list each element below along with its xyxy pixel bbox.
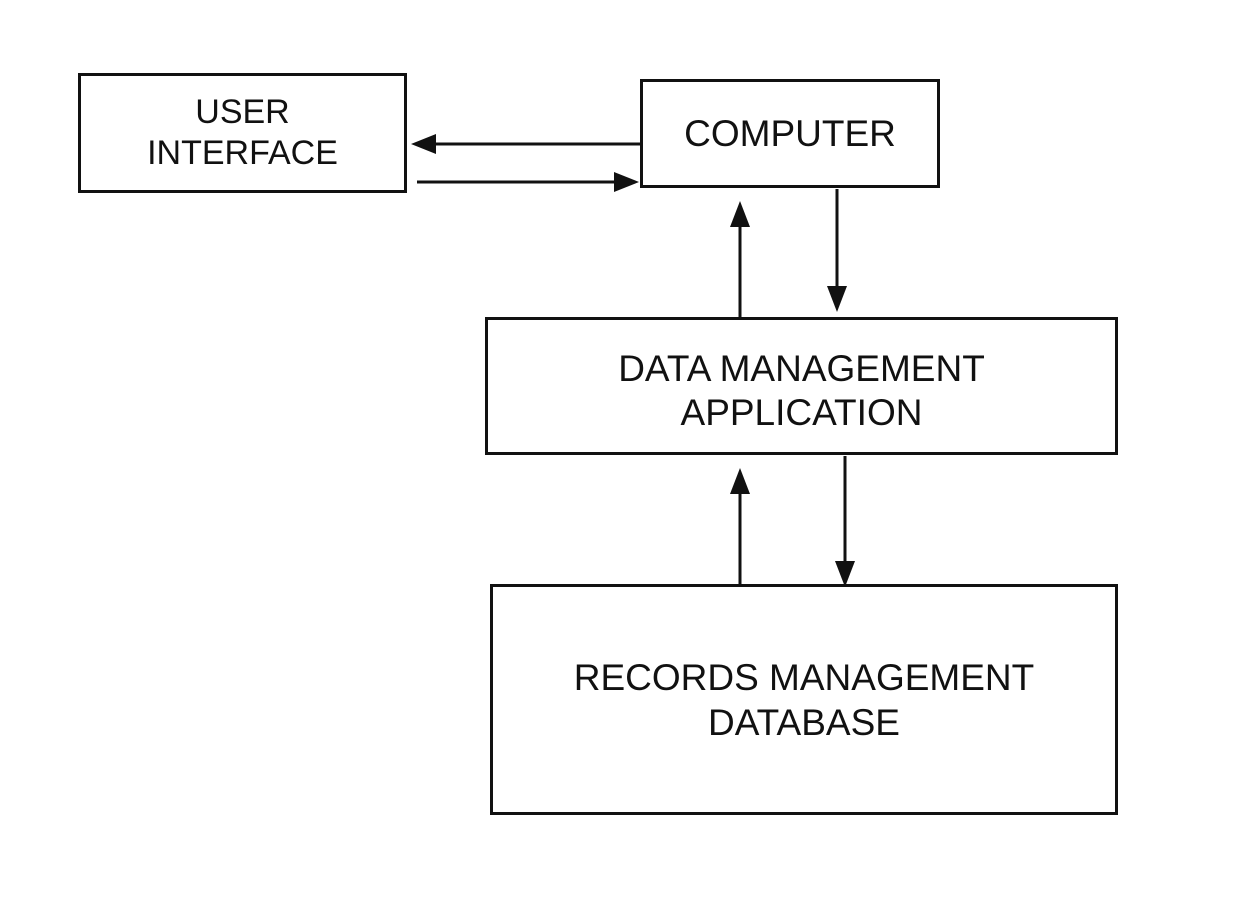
user-interface-box: USER INTERFACE <box>78 73 407 193</box>
data-management-application-label: DATA MANAGEMENT APPLICATION <box>618 348 985 433</box>
data-management-application-box: DATA MANAGEMENT APPLICATION <box>485 317 1118 455</box>
arrow-user-interface-to-computer <box>417 172 639 192</box>
computer-label: COMPUTER <box>684 112 896 154</box>
records-management-database-label: RECORDS MANAGEMENT DATABASE <box>573 656 1035 743</box>
arrow-application-to-computer <box>730 201 750 331</box>
arrow-computer-to-application <box>827 189 847 312</box>
arrow-database-to-application <box>730 468 750 598</box>
user-interface-label: USER INTERFACE <box>147 93 338 172</box>
records-management-database-box: RECORDS MANAGEMENT DATABASE <box>490 584 1118 815</box>
computer-box: COMPUTER <box>640 79 940 188</box>
arrow-computer-to-user-interface <box>411 134 640 154</box>
arrow-application-to-database <box>835 456 855 587</box>
